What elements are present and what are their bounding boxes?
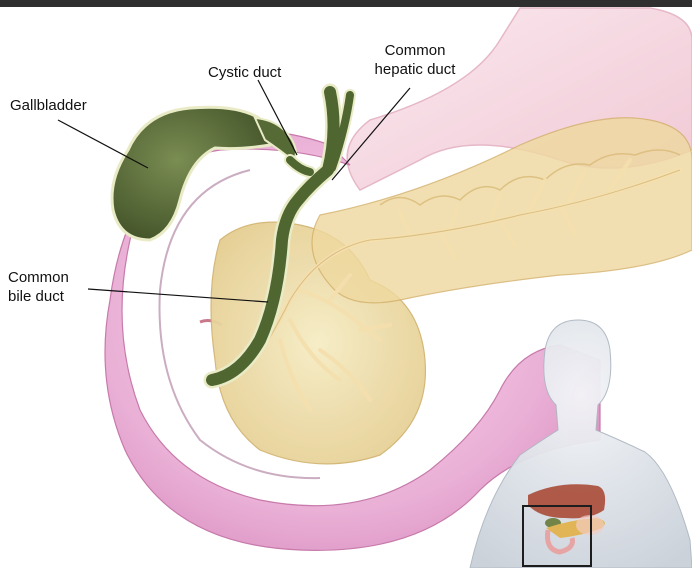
label-cystic-duct: Cystic duct	[208, 63, 281, 82]
gallbladder	[112, 107, 274, 240]
label-gallbladder: Gallbladder	[10, 96, 87, 115]
label-common-bile-duct: Common bile duct	[8, 268, 69, 306]
label-common-hepatic-duct: Common hepatic duct	[360, 41, 470, 79]
